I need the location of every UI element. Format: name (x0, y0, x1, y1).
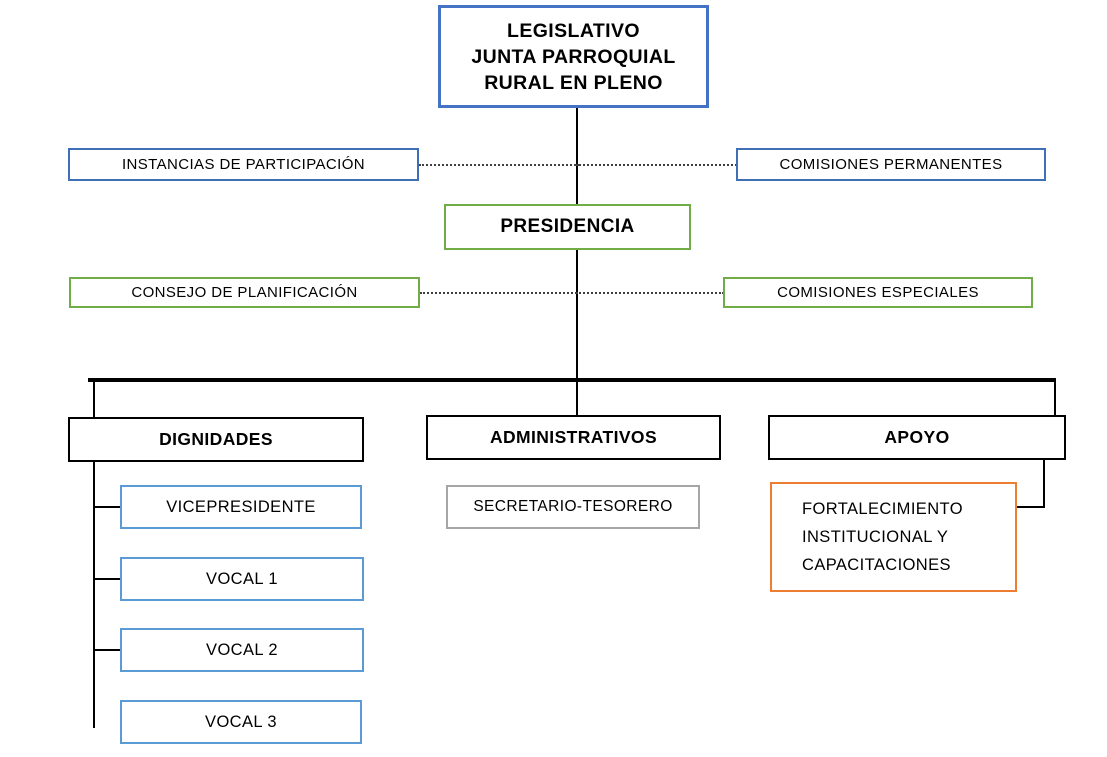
node-secretario-tesorero-label: SECRETARIO-TESORERO (473, 498, 673, 515)
dotted-connector-row1-right (576, 164, 737, 166)
dotted-connector-row2-right (576, 292, 724, 294)
node-comisiones-permanentes-label: COMISIONES PERMANENTES (779, 156, 1003, 173)
dignidades-stub-vocal2 (93, 649, 121, 651)
node-vocal-2[interactable]: VOCAL 2 (120, 628, 364, 672)
dotted-connector-row2-left (420, 292, 577, 294)
node-vocal-3[interactable]: VOCAL 3 (120, 700, 362, 744)
node-dignidades-label: DIGNIDADES (159, 429, 273, 449)
node-vocal-3-label: VOCAL 3 (205, 712, 277, 731)
connector-presidencia-trunk (576, 250, 578, 380)
node-vicepresidente[interactable]: VICEPRESIDENTE (120, 485, 362, 529)
node-instancias-participacion-label: INSTANCIAS DE PARTICIPACIÓN (121, 156, 366, 173)
node-vocal-1-label: VOCAL 1 (206, 569, 278, 588)
node-administrativos-label: ADMINISTRATIVOS (489, 427, 658, 447)
node-legislativo-label: LEGISLATIVO JUNTA PARROQUIAL RURAL EN PL… (441, 18, 706, 96)
node-consejo-planificacion[interactable]: CONSEJO DE PLANIFICACIÓN (69, 277, 420, 308)
legislativo-line-2: JUNTA PARROQUIAL (471, 45, 676, 68)
node-fortalecimiento-institucional[interactable]: FORTALECIMIENTO INSTITUCIONAL Y CAPACITA… (770, 482, 1017, 592)
connector-legislativo-presidencia (576, 108, 578, 204)
node-instancias-participacion[interactable]: INSTANCIAS DE PARTICIPACIÓN (68, 148, 419, 181)
node-comisiones-permanentes[interactable]: COMISIONES PERMANENTES (736, 148, 1046, 181)
node-vicepresidente-label: VICEPRESIDENTE (166, 497, 316, 516)
node-vocal-2-label: VOCAL 2 (206, 640, 278, 659)
node-comisiones-especiales[interactable]: COMISIONES ESPECIALES (723, 277, 1033, 308)
trunk-drop-center (576, 378, 578, 416)
dignidades-spine (93, 462, 95, 728)
apoyo-drop-right (1043, 460, 1045, 508)
node-apoyo-label: APOYO (884, 427, 950, 447)
node-legislativo[interactable]: LEGISLATIVO JUNTA PARROQUIAL RURAL EN PL… (438, 5, 709, 108)
fortalecimiento-line-2: INSTITUCIONAL Y (802, 528, 949, 546)
node-fortalecimiento-label: FORTALECIMIENTO INSTITUCIONAL Y CAPACITA… (772, 495, 1015, 579)
apoyo-elbow-to-fortalecimiento (1016, 506, 1045, 508)
dignidades-stub-vocal1 (93, 578, 121, 580)
trunk-drop-left (93, 378, 95, 418)
node-secretario-tesorero[interactable]: SECRETARIO-TESORERO (446, 485, 700, 529)
trunk-horizontal-bar (88, 378, 1056, 382)
legislativo-line-1: LEGISLATIVO (507, 19, 640, 42)
node-vocal-1[interactable]: VOCAL 1 (120, 557, 364, 601)
dignidades-stub-vicepresidente (93, 506, 121, 508)
node-consejo-planificacion-label: CONSEJO DE PLANIFICACIÓN (131, 284, 358, 301)
node-administrativos[interactable]: ADMINISTRATIVOS (426, 415, 721, 460)
node-presidencia[interactable]: PRESIDENCIA (444, 204, 691, 250)
node-presidencia-label: PRESIDENCIA (500, 216, 635, 237)
trunk-drop-right (1054, 380, 1056, 415)
fortalecimiento-line-3: CAPACITACIONES (802, 556, 951, 574)
node-comisiones-especiales-label: COMISIONES ESPECIALES (777, 284, 979, 301)
node-dignidades[interactable]: DIGNIDADES (68, 417, 364, 462)
dotted-connector-row1-left (419, 164, 579, 166)
legislativo-line-3: RURAL EN PLENO (484, 71, 663, 94)
fortalecimiento-line-1: FORTALECIMIENTO (802, 500, 963, 518)
node-apoyo[interactable]: APOYO (768, 415, 1066, 460)
